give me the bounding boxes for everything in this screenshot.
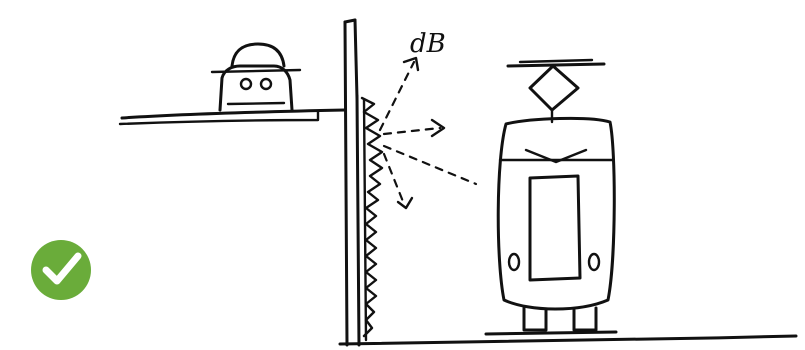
sound-rays <box>380 58 476 208</box>
noise-barrier-wall <box>345 20 359 345</box>
sound-level-label: dB <box>410 29 446 59</box>
check-circle-icon <box>31 240 91 300</box>
street-deck <box>120 110 345 124</box>
ground <box>340 336 796 344</box>
absorbing-surface <box>362 98 382 340</box>
car <box>212 44 300 110</box>
tram <box>486 60 616 334</box>
